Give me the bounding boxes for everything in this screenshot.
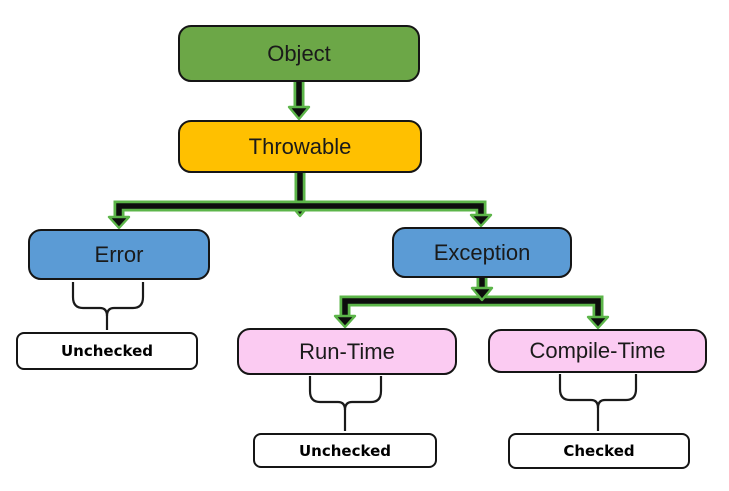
arrow-object-to-throwable <box>287 82 311 121</box>
node-exception-label: Exception <box>433 239 531 265</box>
brace-compiletime-checked <box>558 374 638 431</box>
node-error: Error <box>28 229 210 280</box>
node-runtime-unchecked: Unchecked <box>253 433 437 468</box>
node-compiletime: Compile-Time <box>488 329 707 373</box>
node-runtime-label: Run-Time <box>299 338 395 364</box>
brace-error-unchecked <box>71 282 145 330</box>
node-error-unchecked-label: Unchecked <box>61 342 153 360</box>
connector-branch-throwable <box>107 200 493 230</box>
node-error-unchecked: Unchecked <box>16 332 198 370</box>
arrowhead-to-runtime <box>333 314 357 329</box>
arrowhead-to-error <box>107 215 131 230</box>
arrowhead-onto-bar <box>470 286 494 302</box>
node-compiletime-label: Compile-Time <box>529 338 666 363</box>
arrowhead-to-exception <box>469 213 493 228</box>
node-throwable-label: Throwable <box>248 133 352 159</box>
node-object-label: Object <box>267 40 331 66</box>
node-runtime-unchecked-label: Unchecked <box>299 441 391 460</box>
connector-branch-exception <box>333 286 610 330</box>
brace-runtime-unchecked <box>308 376 383 431</box>
node-throwable: Throwable <box>178 120 422 173</box>
node-runtime: Run-Time <box>237 328 457 375</box>
node-compiletime-checked: Checked <box>508 433 690 469</box>
node-compiletime-checked-label: Checked <box>563 442 635 460</box>
arrowhead-to-compiletime <box>586 315 610 330</box>
node-error-label: Error <box>94 241 144 267</box>
node-exception: Exception <box>392 227 572 278</box>
node-object: Object <box>178 25 420 82</box>
